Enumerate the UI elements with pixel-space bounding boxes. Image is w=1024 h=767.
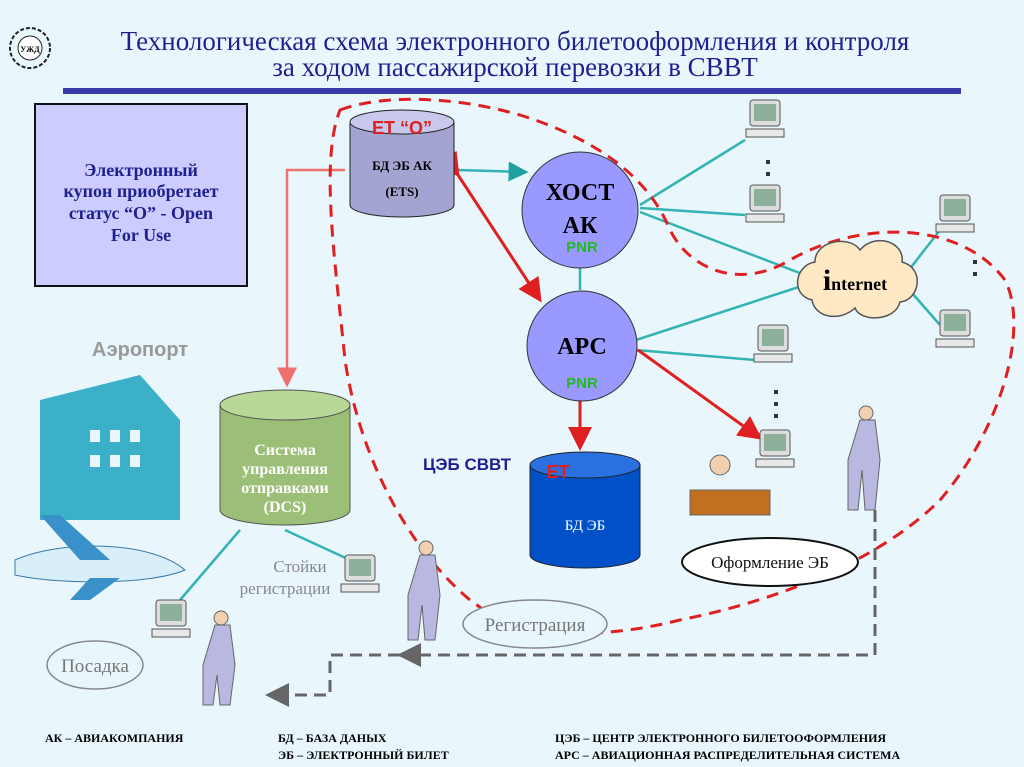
- svg-text:ET: ET: [546, 462, 569, 482]
- ceb-boundary: [328, 97, 1016, 635]
- airport-building-icon: [40, 375, 180, 520]
- airplane-icon: [14, 515, 186, 600]
- ets-database: ET “O” БД ЭБ АК (ETS): [349, 109, 455, 218]
- host-ak: ХОСТ АК PNR: [521, 151, 639, 269]
- checkin-desks-line2: регистрации: [240, 579, 331, 598]
- ellipsis-dots: [766, 160, 977, 418]
- internet-cloud: internet: [796, 239, 918, 319]
- title-line-1: Технологическая схема электронного билет…: [121, 26, 910, 56]
- svg-text:For Use: For Use: [111, 225, 171, 245]
- ceb-label: ЦЭБ СВВТ: [423, 455, 512, 474]
- svg-text:отправками: отправками: [241, 480, 329, 497]
- logo: УЖД: [9, 27, 51, 69]
- svg-text:УЖД: УЖД: [20, 45, 40, 54]
- svg-text:АК – АВИАКОМПАНИЯ: АК – АВИАКОМПАНИЯ: [45, 731, 184, 745]
- svg-text:Оформление ЭБ: Оформление ЭБ: [711, 553, 829, 572]
- svg-text:PNR: PNR: [566, 239, 598, 256]
- svg-text:ET “O”: ET “O”: [372, 118, 432, 138]
- boarding-flow: [265, 653, 400, 707]
- svg-text:(ETS): (ETS): [385, 184, 418, 199]
- red-arrows: [436, 150, 763, 451]
- svg-text:(DCS): (DCS): [264, 499, 307, 516]
- svg-text:Регистрация: Регистрация: [485, 615, 586, 636]
- person-icons: [202, 405, 881, 706]
- svg-text:статус “O” - Open: статус “O” - Open: [69, 203, 213, 223]
- svg-text:ЦЭБ – ЦЕНТР ЭЛЕКТРОННОГО БИЛЕТ: ЦЭБ – ЦЕНТР ЭЛЕКТРОННОГО БИЛЕТООФОРМЛЕНИ…: [555, 731, 886, 745]
- oval-issuing: Оформление ЭБ: [681, 537, 859, 587]
- dcs-database: Система управления отправками (DCS): [219, 389, 351, 526]
- svg-text:АК: АК: [563, 213, 598, 239]
- title-line-2: за ходом пассажирской перевозки в СВВТ: [272, 52, 758, 82]
- oval-boarding: Посадка: [46, 640, 144, 690]
- svg-text:Электронный: Электронный: [84, 160, 198, 180]
- svg-text:PNR: PNR: [566, 375, 598, 392]
- eb-database: ET БД ЭБ: [529, 451, 641, 569]
- ars: АРС PNR: [526, 290, 638, 402]
- svg-text:АРС – АВИАЦИОННАЯ РАСПРЕДЕЛИТЕ: АРС – АВИАЦИОННАЯ РАСПРЕДЕЛИТЕЛЬНАЯ СИСТ…: [555, 748, 900, 762]
- svg-text:ХОСТ: ХОСТ: [546, 180, 614, 206]
- checkin-desks-line1: Стойки: [273, 557, 326, 576]
- svg-text:Система: Система: [254, 442, 316, 459]
- svg-text:БД ЭБ АК: БД ЭБ АК: [372, 158, 432, 173]
- svg-text:БД – БАЗА ДАНЫХ: БД – БАЗА ДАНЫХ: [278, 731, 387, 745]
- svg-text:АРС: АРС: [557, 334, 607, 360]
- oval-registration: Регистрация: [462, 599, 608, 649]
- pink-arrow: [277, 168, 345, 388]
- airport-label: Аэропорт: [92, 339, 188, 361]
- svg-text:ЭБ – ЭЛЕКТРОННЫЙ БИЛЕТ: ЭБ – ЭЛЕКТРОННЫЙ БИЛЕТ: [278, 748, 449, 762]
- svg-text:купон приобретает: купон приобретает: [63, 181, 218, 201]
- svg-text:internet: internet: [823, 264, 887, 297]
- title-divider: [63, 88, 961, 94]
- svg-text:Посадка: Посадка: [61, 656, 129, 677]
- status-box: Электронный купон приобретает статус “O”…: [34, 103, 248, 287]
- registration-flow: [397, 510, 877, 667]
- svg-text:БД ЭБ: БД ЭБ: [565, 518, 606, 534]
- svg-text:управления: управления: [242, 461, 328, 478]
- legend: АК – АВИАКОМПАНИЯ БД – БАЗА ДАНЫХ ЭБ – Э…: [45, 731, 900, 762]
